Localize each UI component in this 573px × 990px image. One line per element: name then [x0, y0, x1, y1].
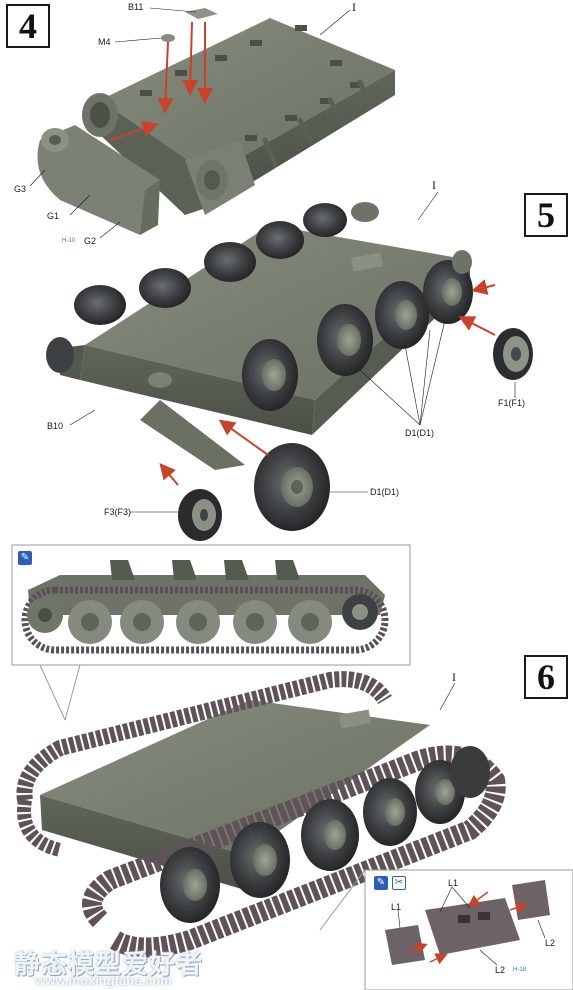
label-g1: G1 — [47, 211, 60, 221]
step6-detail-wheels — [27, 594, 378, 644]
label-m4: M4 — [98, 37, 111, 47]
step5-hull — [60, 225, 470, 470]
step6-detail-hull-side — [28, 560, 385, 615]
step6-detail-track — [21, 586, 389, 654]
step-number-5: 5 — [524, 193, 568, 237]
label-f3: F3(F3) — [104, 507, 131, 517]
step6-track-left — [16, 671, 392, 857]
step4-drive-sprocket — [82, 93, 118, 137]
step6-track-right — [82, 745, 506, 958]
glue-icon: ✎ — [18, 551, 32, 565]
watermark-title: 静态模型爱好者 — [14, 949, 204, 979]
label-g3: G3 — [14, 184, 27, 194]
step4-rear-plate — [185, 140, 255, 215]
step-number-6: 6 — [524, 655, 568, 699]
label-l2-right: L2 — [545, 938, 556, 948]
label-b11: B11 — [128, 2, 144, 12]
step5-idler-wheel-f1 — [493, 328, 533, 380]
ref-h10: H-10 — [62, 238, 76, 244]
label-l2-bottom: L2 — [495, 965, 506, 975]
step6-road-wheels — [160, 746, 490, 923]
step4-front-plate-g1 — [37, 125, 160, 235]
inset-arrows — [407, 891, 528, 965]
step5-leader-lines — [69, 191, 516, 513]
step4-arrows — [109, 21, 213, 141]
step5-far-road-wheels — [46, 203, 347, 373]
step4-leader-lines — [29, 7, 351, 239]
watermark-url: www.moxingfans.com — [35, 973, 172, 988]
label-hull-i-step4: I — [352, 0, 356, 14]
track-link-inset — [319, 869, 573, 990]
label-d1-group: D1(D1) — [405, 428, 435, 438]
step4-hull — [95, 18, 395, 215]
step-number-4: 4 — [6, 4, 50, 48]
label-d1-single: D1(D1) — [370, 487, 400, 497]
label-f1: F1(F1) — [498, 398, 525, 408]
label-l1-left: L1 — [391, 902, 402, 912]
glue-icon-inset: ✎ — [374, 876, 388, 890]
step4-hatch-b11 — [185, 8, 218, 19]
step5-near-road-wheels — [242, 202, 473, 411]
step5-road-wheel-d1 — [254, 443, 330, 531]
label-g2: G2 — [84, 236, 97, 246]
label-hull-i-step5: I — [432, 178, 436, 192]
step6-leader-lines — [397, 682, 546, 966]
label-b10: B10 — [47, 421, 64, 431]
ref-h18: H-18 — [513, 967, 527, 973]
step5-arrows — [159, 279, 496, 486]
cut-icon: ✂ — [392, 876, 406, 890]
label-l1-top: L1 — [448, 878, 459, 888]
step4-part-m4 — [161, 34, 175, 42]
label-hull-i-step6: I — [452, 670, 456, 684]
step5-drive-sprocket-f3 — [178, 489, 222, 541]
